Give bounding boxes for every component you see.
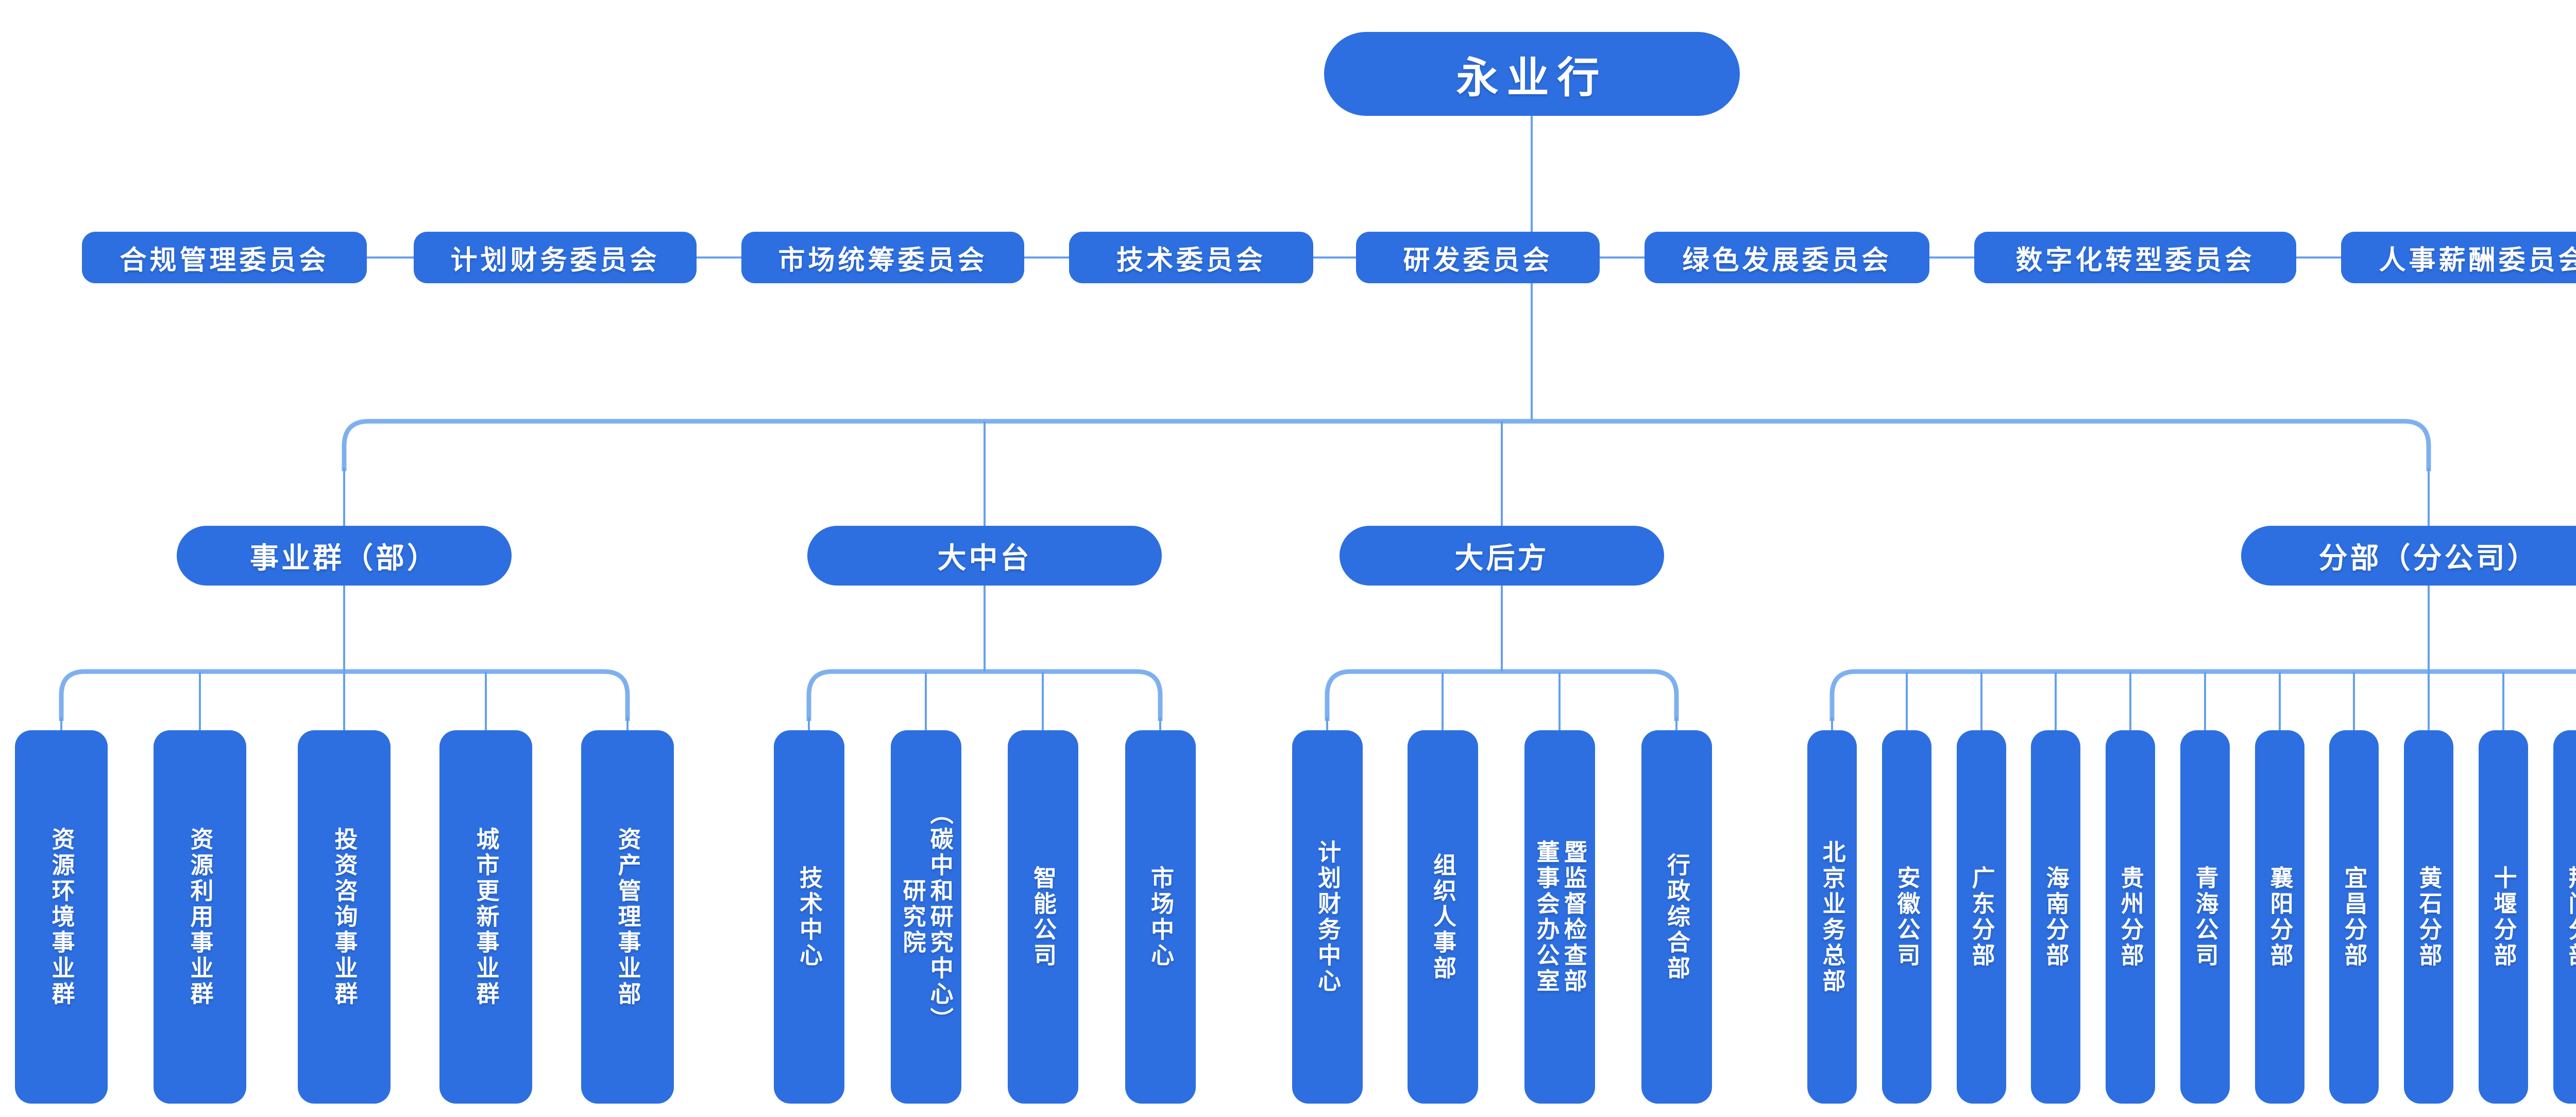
child-label: 计划财务中心 [1314, 839, 1341, 994]
group-c-child-3: 董事会办公室 暨监督检查部 [1524, 730, 1595, 1104]
committee-box-7: 数字化转型委员会 [1974, 232, 2296, 283]
child-label: 投资咨询事业群 [331, 827, 358, 1007]
group-d-child-7: 襄阳分部 [2255, 730, 2304, 1104]
child-label: 海南分部 [2042, 865, 2069, 969]
group-d-child-8: 宜昌分部 [2329, 730, 2379, 1104]
group-d-child-4: 海南分部 [2031, 730, 2080, 1104]
committee-box-5: 研发委员会 [1356, 232, 1600, 283]
child-label: 市场中心 [1147, 865, 1174, 969]
child-label: 广东分部 [1968, 865, 1995, 969]
child-label: 宜昌分部 [2341, 865, 2367, 969]
group-a-child-5: 资产管理事业部 [581, 730, 674, 1104]
group-d-drop-lines [1831, 586, 2504, 730]
group-d-child-1: 北京业务总部 [1807, 730, 1857, 1104]
child-label: 城市更新事业群 [472, 827, 499, 1007]
committee-label: 研发委员会 [1403, 245, 1553, 276]
child-label: 资产管理事业部 [614, 827, 641, 1007]
group-c-bus-line [1325, 669, 1679, 721]
child-label: 青海公司 [2192, 865, 2218, 969]
group-pill-3: 大后方 [1340, 526, 1664, 586]
group-b-bus-line [806, 669, 1163, 721]
committee-label: 合规管理委员会 [120, 245, 329, 276]
group-b-child-1: 技术中心 [774, 730, 844, 1104]
child-label: 安徽公司 [1893, 865, 1920, 969]
child-label: 资源环境事业群 [48, 827, 75, 1007]
committee-label: 绿色发展委员会 [1682, 245, 1892, 276]
root-node: 永业行 [1324, 32, 1740, 116]
group-b-child-3: 智能公司 [1008, 730, 1078, 1104]
child-label: 技术中心 [796, 865, 823, 969]
committee-label: 市场统筹委员会 [778, 245, 988, 276]
group-c-drop-lines [1326, 586, 1677, 730]
child-label: 十堰分部 [2490, 865, 2517, 969]
group-d-child-3: 广东分部 [1957, 730, 2006, 1104]
child-label: 襄阳分部 [2266, 865, 2293, 969]
group-b-child-4: 市场中心 [1125, 730, 1196, 1104]
child-label: 北京业务总部 [1819, 839, 1845, 994]
committee-label: 人事薪酬委员会 [2379, 245, 2576, 276]
group-pill-2: 大中台 [807, 526, 1162, 586]
group-pill-4: 分部（分公司） [2241, 526, 2576, 586]
group-a-drop-lines [60, 586, 629, 730]
committee-label: 技术委员会 [1116, 245, 1266, 276]
level2-bus-line [342, 419, 2431, 471]
group-label: 大中台 [937, 541, 1032, 574]
group-a-child-2: 资源利用事业群 [154, 730, 246, 1104]
committee-label: 数字化转型委员会 [2015, 245, 2255, 276]
committee-label: 计划财务委员会 [450, 245, 660, 276]
committee-box-2: 计划财务委员会 [414, 232, 697, 283]
committee-box-6: 绿色发展委员会 [1645, 232, 1929, 283]
group-a-child-4: 城市更新事业群 [439, 730, 532, 1104]
group-c-child-4: 行政综合部 [1641, 730, 1712, 1104]
group-c-child-2: 组织人事部 [1408, 730, 1478, 1104]
committee-box-1: 合规管理委员会 [82, 232, 367, 283]
group-d-child-2: 安徽公司 [1882, 730, 1931, 1104]
group-a-child-3: 投资咨询事业群 [298, 730, 391, 1104]
child-label: 组织人事部 [1430, 852, 1456, 982]
group-d-child-6: 青海公司 [2180, 730, 2230, 1104]
pill-drop-lines [343, 421, 2430, 526]
group-label: 分部（分公司） [2318, 541, 2539, 574]
group-b-drop-lines [808, 586, 1161, 730]
child-label: 董事会办公室 暨监督检查部 [1533, 839, 1587, 994]
child-label: 黄石分部 [2415, 865, 2442, 969]
group-b-child-2: 研究院 （碳中和研究中心） [891, 730, 961, 1104]
group-label: 大后方 [1454, 541, 1549, 574]
root-label: 永业行 [1456, 55, 1608, 101]
group-pill-1: 事业群（部） [177, 526, 512, 586]
committee-box-4: 技术委员会 [1069, 232, 1313, 283]
committee-box-3: 市场统筹委员会 [741, 232, 1024, 283]
child-label: 贵州分部 [2117, 865, 2144, 969]
child-label: 研究院 （碳中和研究中心） [899, 801, 953, 1033]
group-c-child-1: 计划财务中心 [1292, 730, 1363, 1104]
group-d-child-10: 十堰分部 [2479, 730, 2528, 1104]
group-d-child-11: 荆门分部 [2553, 730, 2576, 1104]
group-d-child-5: 贵州分部 [2106, 730, 2155, 1104]
group-label: 事业群（部） [250, 541, 438, 574]
child-label: 行政综合部 [1664, 852, 1690, 982]
group-d-child-9: 黄石分部 [2404, 730, 2453, 1104]
committee-box-8: 人事薪酬委员会 [2341, 232, 2576, 283]
group-a-child-1: 资源环境事业群 [15, 730, 108, 1104]
child-label: 资源利用事业群 [187, 827, 213, 1007]
child-label: 荆门分部 [2565, 865, 2576, 969]
child-label: 智能公司 [1030, 865, 1057, 969]
